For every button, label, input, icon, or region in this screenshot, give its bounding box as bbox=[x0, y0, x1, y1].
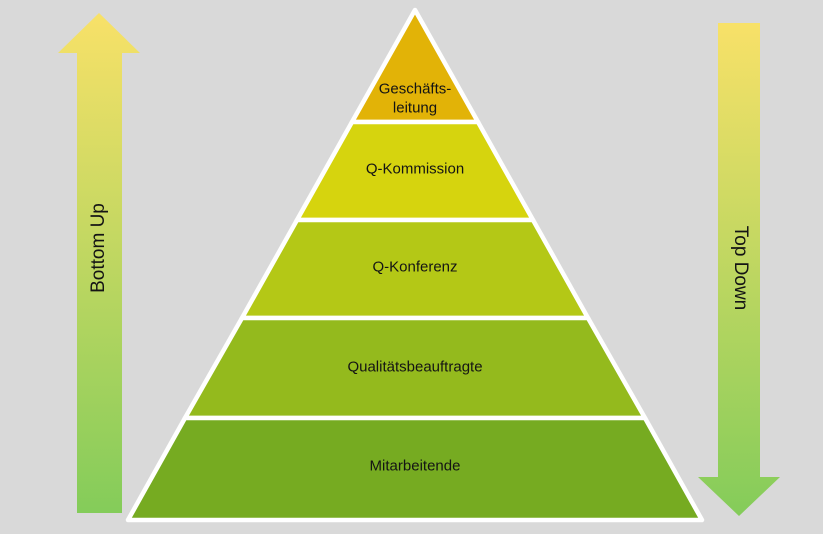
bottom-up-arrow bbox=[58, 13, 140, 513]
pyramid-level-5-shape bbox=[125, 415, 705, 523]
pyramid-level-4-shape bbox=[182, 315, 648, 421]
pyramid-level-2-shape bbox=[294, 119, 536, 223]
pyramid-level-3-shape bbox=[239, 217, 591, 321]
pyramid-level-1-shape bbox=[349, 7, 481, 125]
top-down-arrow bbox=[698, 23, 780, 516]
